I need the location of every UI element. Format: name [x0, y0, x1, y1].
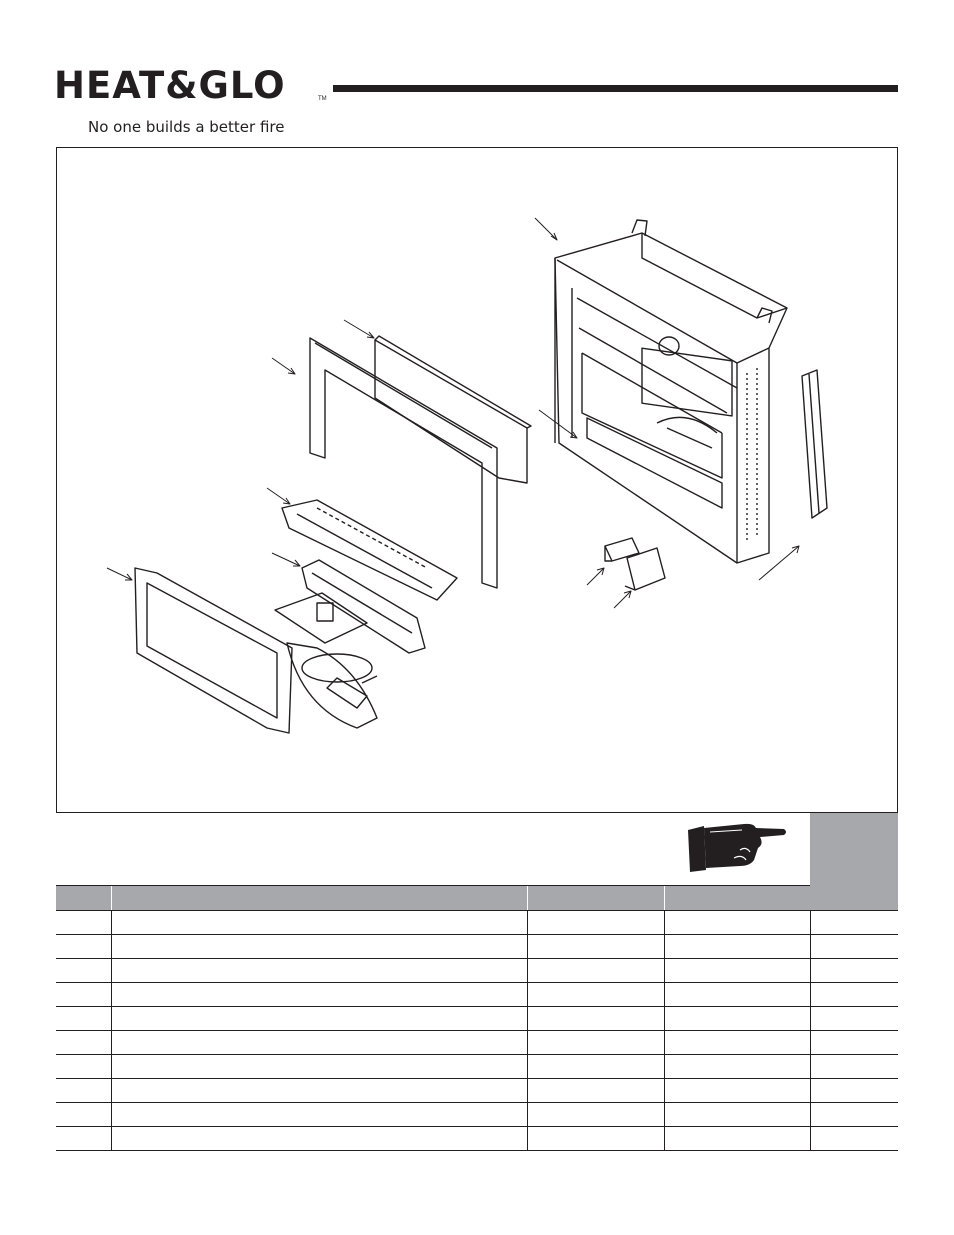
table-cell: [56, 910, 111, 935]
table-cell: [663, 934, 810, 959]
table-cell: [663, 958, 810, 983]
table-cell: [110, 934, 527, 959]
table-cell: [56, 1126, 111, 1151]
table-cell: [56, 958, 111, 983]
col-header-part: [526, 885, 664, 911]
table-cell: [56, 1078, 111, 1103]
brand-tagline: No one builds a better fire: [88, 118, 285, 136]
table-cell: [526, 982, 664, 1007]
table-cell: [663, 982, 810, 1007]
table-cell: [809, 1006, 898, 1031]
table-row: [56, 1102, 898, 1127]
table-cell: [809, 934, 898, 959]
front-surround-drawing: [309, 337, 498, 589]
table-cell: [526, 1006, 664, 1031]
table-cell: [809, 1030, 898, 1055]
table-cell: [110, 982, 527, 1007]
table-cell: [110, 1102, 527, 1127]
table-cell: [110, 1126, 527, 1151]
leader-arrows: [106, 217, 800, 609]
table-row: [56, 910, 898, 935]
table-cell: [56, 1054, 111, 1079]
table-cell: [809, 1054, 898, 1079]
parts-list-table: [56, 885, 898, 1151]
logo-wordmark: HEAT&GLO: [54, 64, 286, 107]
table-cell: [56, 1006, 111, 1031]
col-header-stock: [810, 885, 898, 911]
table-cell: [56, 934, 111, 959]
table-cell: [56, 982, 111, 1007]
exploded-parts-diagram: [56, 147, 898, 813]
table-cell: [526, 1030, 664, 1055]
burner-assembly-drawing: [274, 592, 378, 729]
table-cell: [663, 1006, 810, 1031]
fireplace-body-drawing: [554, 219, 788, 564]
bracket-drawing: [604, 537, 666, 591]
table-cell: [663, 1030, 810, 1055]
table-row: [56, 1006, 898, 1031]
trademark-mark: TM: [318, 96, 327, 102]
table-cell: [110, 1054, 527, 1079]
table-row: [56, 1054, 898, 1079]
baffle-drawing: [281, 499, 458, 601]
table-cell: [526, 1078, 664, 1103]
table-cell: [663, 910, 810, 935]
table-cell: [809, 910, 898, 935]
glass-frame-drawing: [134, 567, 293, 734]
table-cell: [663, 1054, 810, 1079]
table-cell: [526, 958, 664, 983]
table-cell: [110, 910, 527, 935]
table-cell: [809, 1102, 898, 1127]
header-rule: [333, 85, 898, 92]
table-cell: [526, 1054, 664, 1079]
table-row: [56, 1030, 898, 1055]
table-header-row: [56, 885, 898, 911]
side-panel-drawing: [801, 369, 828, 519]
table-row: [56, 958, 898, 983]
table-cell: [110, 958, 527, 983]
burner-rail-drawing: [301, 559, 426, 654]
col-header-model: [663, 885, 810, 911]
table-cell: [110, 1006, 527, 1031]
table-row: [56, 1078, 898, 1103]
table-cell: [526, 934, 664, 959]
table-cell: [56, 1102, 111, 1127]
table-cell: [809, 982, 898, 1007]
table-cell: [110, 1030, 527, 1055]
fireplace-exploded-view: [106, 217, 828, 734]
table-cell: [56, 1030, 111, 1055]
table-cell: [526, 910, 664, 935]
col-header-description: [110, 885, 527, 911]
table-row: [56, 934, 898, 959]
table-cell: [526, 1102, 664, 1127]
heat-glo-logo: HEAT&GLO TM: [54, 56, 327, 108]
table-row: [56, 1126, 898, 1151]
table-cell: [809, 1126, 898, 1151]
table-cell: [809, 958, 898, 983]
table-cell: [663, 1078, 810, 1103]
table-row: [56, 982, 898, 1007]
table-cell: [663, 1126, 810, 1151]
col-header-item: [56, 885, 111, 911]
table-cell: [809, 1078, 898, 1103]
parts-table-body: [56, 910, 898, 1151]
table-cell: [110, 1078, 527, 1103]
top-panel-drawing: [374, 335, 532, 484]
table-cell: [526, 1126, 664, 1151]
page-header: HEAT&GLO TM No one builds a better fire: [0, 0, 954, 140]
table-cell: [663, 1102, 810, 1127]
pointing-hand-icon: [688, 823, 786, 872]
